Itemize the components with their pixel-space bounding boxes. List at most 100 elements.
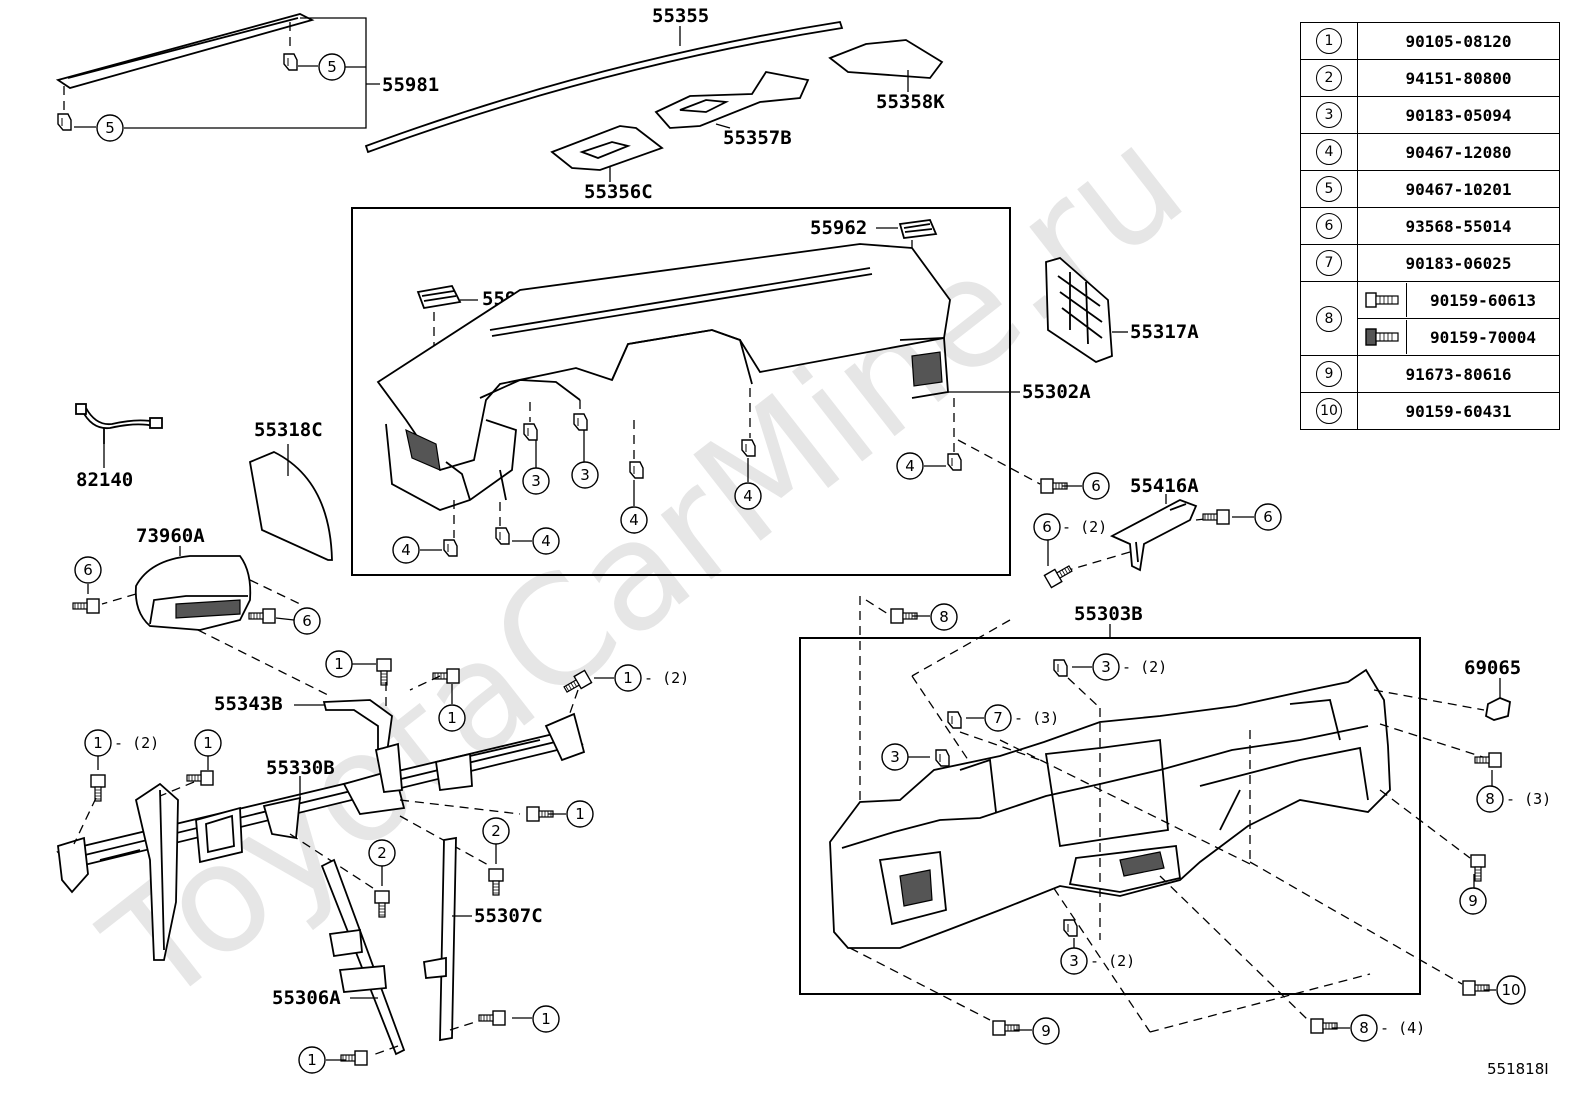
callout-8: 8 <box>930 603 958 631</box>
legend-part-number: 93568-55014 <box>1357 207 1560 245</box>
part-73960A-airbag <box>134 555 252 631</box>
label-73960A: 73960A <box>136 525 205 547</box>
callout-3: 3 <box>1092 653 1120 681</box>
svg-text:8: 8 <box>1359 1019 1369 1037</box>
svg-text:4: 4 <box>401 541 411 559</box>
callout-6: 6 <box>74 556 102 584</box>
svg-text:4: 4 <box>905 457 915 475</box>
label-55307C: 55307C <box>474 905 543 927</box>
callout-2: 2 <box>482 817 510 845</box>
part-55303B-panel-reinforcement <box>829 668 1391 949</box>
legend-part-number: 90105-08120 <box>1357 22 1560 60</box>
callout-1: 1 <box>298 1046 326 1074</box>
svg-text:9: 9 <box>1041 1022 1051 1040</box>
svg-text:6: 6 <box>1042 518 1052 536</box>
qty-label: - (2) <box>1062 518 1107 536</box>
parts-legend-table: 1 90105-08120 2 94151-80800 3 90183-0509… <box>1300 22 1560 430</box>
callout-5 <box>96 114 124 142</box>
callout-4: 4 <box>532 527 560 555</box>
legend-part-number: 90159-60613 <box>1430 290 1536 310</box>
bolt-icon <box>1310 1018 1338 1034</box>
legend-row: 1 90105-08120 <box>1300 22 1560 60</box>
qty-label: - (2) <box>1090 952 1135 970</box>
svg-text:1: 1 <box>541 1010 551 1028</box>
flange-bolt-icon <box>1365 292 1399 308</box>
label-55355: 55355 <box>652 5 709 27</box>
callout-1: 1 <box>84 729 112 757</box>
legend-part-number: 94151-80800 <box>1357 59 1560 97</box>
svg-text:6: 6 <box>1263 508 1273 526</box>
part-55355-strip <box>364 20 844 154</box>
svg-text:4: 4 <box>629 511 639 529</box>
legend-row: 9 91673-80616 <box>1300 355 1560 393</box>
bolt-icon <box>374 890 390 918</box>
callout-1: 1 <box>438 704 466 732</box>
legend-ref: 8 <box>1316 305 1342 332</box>
legend-row: 5 90467-10201 <box>1300 170 1560 208</box>
svg-text:3: 3 <box>1101 658 1111 676</box>
callout-9: 9 <box>1459 887 1487 915</box>
part-55358K <box>828 39 944 79</box>
legend-row: 8 90159-60613 <box>1300 281 1560 356</box>
svg-text:6: 6 <box>1091 477 1101 495</box>
qty-label: - (2) <box>644 669 689 687</box>
qty-label: - (3) <box>1506 790 1551 808</box>
legend-ref: 1 <box>1316 28 1342 54</box>
callout-3: 3 <box>1060 947 1088 975</box>
svg-text:3: 3 <box>580 466 590 484</box>
qty-label: - (2) <box>1122 658 1167 676</box>
callout-1: 1 <box>325 650 353 678</box>
legend-part-number: 90159-70004 <box>1430 327 1536 347</box>
part-55961-vent <box>416 284 462 310</box>
svg-text:3: 3 <box>531 472 541 490</box>
legend-ref: 6 <box>1316 213 1342 239</box>
bolt-icon <box>248 608 276 624</box>
callout-2: 2 <box>368 839 396 867</box>
legend-row: 10 90159-60431 <box>1300 392 1560 430</box>
callout-6: 6 <box>293 607 321 635</box>
bolt-icon <box>478 1010 506 1026</box>
svg-text:1: 1 <box>447 709 457 727</box>
svg-text:5: 5 <box>105 119 115 137</box>
label-55416A: 55416A <box>1130 475 1199 497</box>
label-55962: 55962 <box>810 217 867 239</box>
bolt-icon <box>1043 561 1075 589</box>
svg-text:1: 1 <box>93 734 103 752</box>
svg-text:8: 8 <box>939 608 949 626</box>
callout-1: 1 <box>614 664 642 692</box>
part-55981-strip <box>55 13 315 89</box>
svg-text:1: 1 <box>623 669 633 687</box>
bolt-icon <box>72 598 100 614</box>
legend-part-number: 91673-80616 <box>1357 355 1560 393</box>
clip-icon <box>947 711 962 729</box>
legend-ref: 3 <box>1316 102 1342 128</box>
svg-text:7: 7 <box>993 709 1003 727</box>
svg-text:1: 1 <box>334 655 344 673</box>
svg-text:1: 1 <box>307 1051 317 1069</box>
svg-text:3: 3 <box>1069 952 1079 970</box>
legend-ref: 7 <box>1316 250 1342 276</box>
legend-row: 4 90467-12080 <box>1300 133 1560 171</box>
label-55358K: 55358K <box>876 91 945 113</box>
part-55318C-panel <box>248 451 333 561</box>
label-55330B: 55330B <box>266 757 335 779</box>
bolt-icon <box>90 774 106 802</box>
svg-text:2: 2 <box>491 822 501 840</box>
svg-text:6: 6 <box>83 561 93 579</box>
callout-4: 4 <box>734 482 762 510</box>
part-55317A-side-cover <box>1045 257 1113 364</box>
callout-1: 1 <box>194 729 222 757</box>
svg-text:5: 5 <box>327 58 337 76</box>
svg-text:1: 1 <box>575 805 585 823</box>
legend-part-number: 90183-06025 <box>1357 244 1560 282</box>
hex-bolt-icon <box>1365 328 1399 346</box>
callout-9: 9 <box>1032 1017 1060 1045</box>
label-55981: 55981 <box>382 74 439 96</box>
label-55356C: 55356C <box>584 181 653 203</box>
legend-row: 3 90183-05094 <box>1300 96 1560 134</box>
svg-text:3: 3 <box>890 748 900 766</box>
part-55330B-reinforcement <box>56 712 586 961</box>
callout-10: 10 <box>1496 975 1526 1005</box>
part-55306A-brace <box>320 858 406 1056</box>
